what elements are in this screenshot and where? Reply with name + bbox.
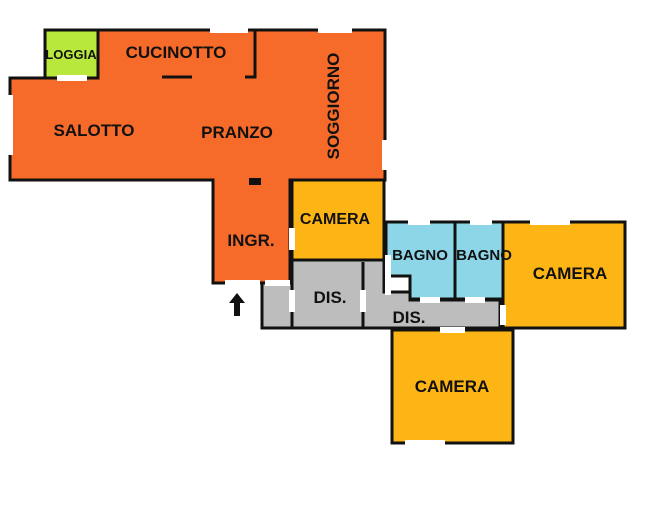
label-bagno-2: BAGNO bbox=[456, 247, 512, 264]
label-soggiorno: SOGGIORNO bbox=[324, 53, 343, 160]
label-bagno-1: BAGNO bbox=[392, 247, 448, 264]
label-loggia: LOGGIA bbox=[45, 47, 97, 62]
label-salotto: SALOTTO bbox=[54, 121, 135, 140]
label-camera-2: CAMERA bbox=[533, 264, 608, 283]
label-camera-1: CAMERA bbox=[300, 211, 371, 228]
label-pranzo: PRANZO bbox=[201, 123, 273, 142]
living-area bbox=[8, 28, 387, 285]
label-dis-2: DIS. bbox=[392, 308, 425, 327]
room-camera-2 bbox=[501, 220, 627, 330]
room-camera-1 bbox=[290, 178, 386, 262]
label-ingresso: INGR. bbox=[227, 231, 274, 250]
label-dis-1: DIS. bbox=[313, 288, 346, 307]
label-camera-3: CAMERA bbox=[415, 377, 490, 396]
arrow-up-icon bbox=[229, 293, 245, 316]
label-cucinotto: CUCINOTTO bbox=[126, 43, 227, 62]
room-camera-3 bbox=[390, 328, 515, 445]
windows bbox=[7, 27, 570, 446]
